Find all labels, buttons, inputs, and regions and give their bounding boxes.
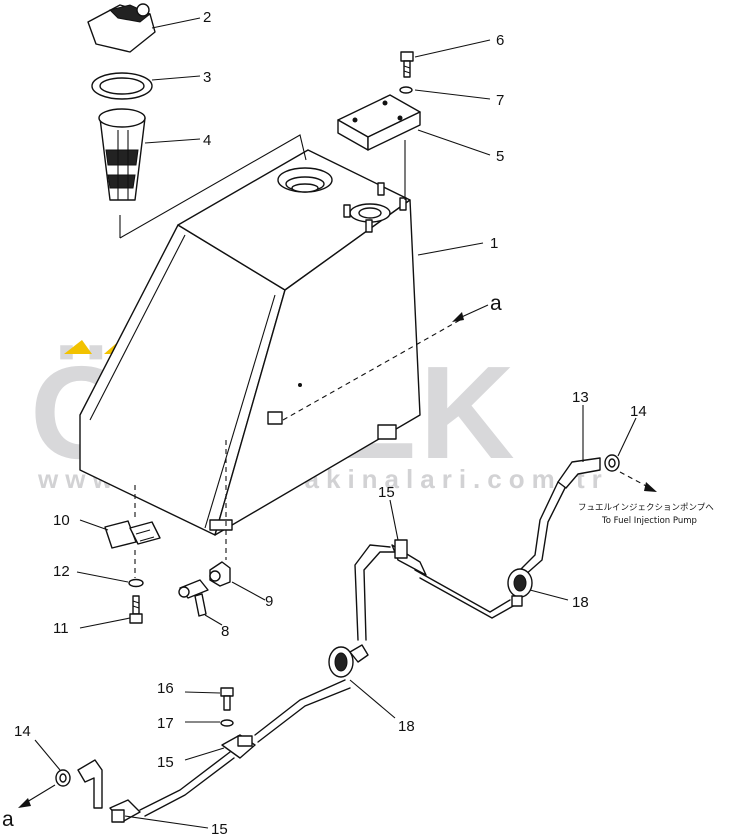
- clamp-15-mid: [391, 539, 427, 576]
- arrow-to-pump: [619, 471, 657, 492]
- watermark-accent-left: [64, 340, 92, 354]
- callout-12: 12: [53, 563, 70, 580]
- callout-3: 3: [203, 69, 211, 86]
- callouts: 2 3 4 6 7 5 1 a 13 14 フュエルインジェクションポンプへ T…: [2, 9, 714, 836]
- callout-4: 4: [203, 132, 211, 149]
- mounting-plate: [337, 94, 421, 151]
- washer-12: [128, 578, 144, 588]
- leader-lines: [34, 17, 637, 829]
- callout-7: 7: [496, 92, 504, 109]
- bolt-11: [129, 595, 143, 624]
- hose-13: [557, 457, 601, 489]
- callout-8: 8: [221, 623, 229, 640]
- callout-15-lower: 15: [157, 754, 174, 771]
- clamp-14-top: [604, 454, 620, 472]
- callout-6: 6: [496, 32, 504, 49]
- fuel-hose: [139, 481, 567, 817]
- callout-1: 1: [490, 235, 498, 252]
- bolt-top: [400, 51, 414, 78]
- filler-cap: [87, 3, 156, 53]
- label-a-right: a: [490, 292, 502, 315]
- callout-18-right: 18: [572, 594, 589, 611]
- callout-18-mid: 18: [398, 718, 415, 735]
- filler-strainer: [98, 108, 146, 201]
- pump-note-en: To Fuel Injection Pump: [601, 516, 697, 526]
- bracket-10: [104, 520, 161, 549]
- arrow-a-right: [452, 304, 489, 322]
- elbow-fitting: [209, 561, 231, 587]
- callout-2: 2: [203, 9, 211, 26]
- washer-top: [399, 86, 413, 94]
- check-valve-mid: [328, 644, 369, 678]
- fitting-bottom-left: [55, 759, 103, 809]
- label-a-left: a: [2, 808, 14, 831]
- drain-cock: [178, 579, 209, 617]
- washer-17: [220, 719, 234, 727]
- callout-14-bottom: 14: [14, 723, 31, 740]
- bolt-16: [220, 687, 234, 711]
- assembly-line-filler: [119, 134, 307, 239]
- clamp-15-bottom: [109, 799, 141, 823]
- callout-17: 17: [157, 715, 174, 732]
- clamp-15-lower: [221, 734, 256, 759]
- gasket: [91, 72, 153, 100]
- callout-13: 13: [572, 389, 589, 406]
- fuel-tank: [79, 149, 461, 536]
- pump-note-jp: フュエルインジェクションポンプへ: [578, 503, 714, 513]
- callout-9: 9: [265, 593, 273, 610]
- callout-15-mid: 15: [378, 484, 395, 501]
- check-valve-right: [507, 568, 533, 607]
- callout-11: 11: [53, 620, 69, 637]
- callout-16: 16: [157, 680, 174, 697]
- callout-15-bottom: 15: [211, 821, 228, 836]
- arrow-a-left: [18, 784, 56, 808]
- callout-10: 10: [53, 512, 70, 529]
- callout-5: 5: [496, 148, 504, 165]
- callout-14-top: 14: [630, 403, 647, 420]
